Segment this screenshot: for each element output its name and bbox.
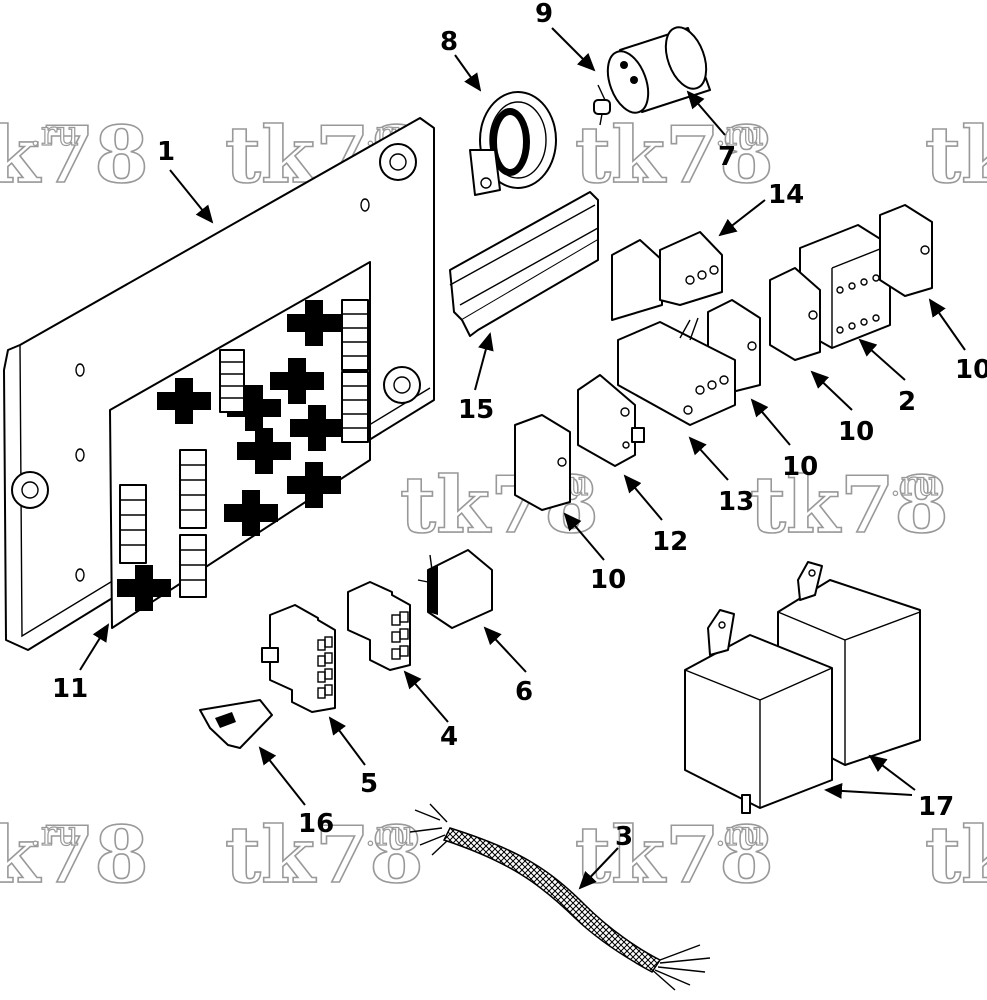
callout-17: 17 [918, 792, 954, 822]
svg-text:tk78: tk78 [0, 810, 149, 901]
callout-8: 8 [440, 27, 458, 57]
connector-4-part [347, 581, 411, 671]
callout-13: 13 [718, 487, 754, 517]
callout-11: 11 [52, 674, 88, 704]
svg-text:tk78: tk78 [575, 810, 774, 901]
connector-5-part [261, 604, 336, 713]
svg-text:tk78: tk78 [925, 810, 987, 901]
mounting-hole-icon [11, 471, 49, 509]
din-rail-part [449, 191, 599, 337]
callout-labels: 1 2 3 4 5 6 7 8 9 10 10 10 10 11 12 13 1… [52, 0, 987, 852]
aux-contact-module [769, 267, 821, 361]
svg-text:.ru: .ru [715, 814, 764, 854]
contactor-part [799, 224, 891, 349]
aux-contact-module [514, 414, 571, 511]
leader-arrows [79, 27, 966, 890]
svg-text:.ru: .ru [890, 464, 939, 504]
callout-10: 10 [955, 355, 987, 385]
mounting-hole-icon [379, 143, 417, 181]
watermark: tk78 [924, 809, 987, 902]
svg-text:tk78: tk78 [575, 110, 774, 201]
mini-relay-part [417, 549, 493, 629]
svg-text:tk78: tk78 [925, 110, 987, 201]
resistor-part [593, 84, 611, 126]
svg-text:tk78: tk78 [225, 810, 424, 901]
watermark: tk78.ru [574, 109, 774, 202]
watermark: tk78.ru [749, 459, 949, 552]
blade-fuse-part [199, 699, 273, 749]
cable-clamp-part [469, 91, 557, 196]
callout-10: 10 [782, 452, 818, 482]
aux-contact-module [879, 204, 933, 297]
watermark: tk78.ru [0, 109, 149, 202]
callout-12: 12 [652, 527, 688, 557]
svg-text:tk78: tk78 [750, 460, 949, 551]
callout-10: 10 [590, 565, 626, 595]
callout-15: 15 [458, 395, 494, 425]
circuit-board-part [3, 117, 435, 651]
overload-relay-part [617, 317, 736, 426]
callout-5: 5 [360, 769, 378, 799]
callout-4: 4 [440, 722, 458, 752]
watermark: tk78 [924, 109, 987, 202]
svg-text:.ru: .ru [30, 814, 79, 854]
mounting-hole-icon [383, 366, 421, 404]
callout-6: 6 [515, 677, 533, 707]
callout-3: 3 [615, 822, 633, 852]
watermark: tk78.ru [0, 809, 149, 902]
callout-16: 16 [298, 809, 334, 839]
callout-10: 10 [838, 417, 874, 447]
fuse-terminal-strips [119, 299, 369, 598]
callout-7: 7 [718, 142, 736, 172]
callout-1: 1 [157, 137, 175, 167]
watermark: tk78.ru [574, 809, 774, 902]
callout-14: 14 [768, 180, 804, 210]
svg-text:.ru: .ru [30, 114, 79, 154]
svg-text:tk78: tk78 [0, 110, 149, 201]
watermark: tk78.ru [224, 809, 424, 902]
callout-9: 9 [535, 0, 553, 29]
switch-part [577, 374, 645, 467]
callout-2: 2 [898, 387, 916, 417]
wire-harness-part [409, 803, 711, 991]
terminal-block-part [611, 231, 723, 321]
relay-socket-array [117, 300, 344, 611]
power-relay-part [684, 609, 833, 814]
svg-text:.ru: .ru [365, 814, 414, 854]
